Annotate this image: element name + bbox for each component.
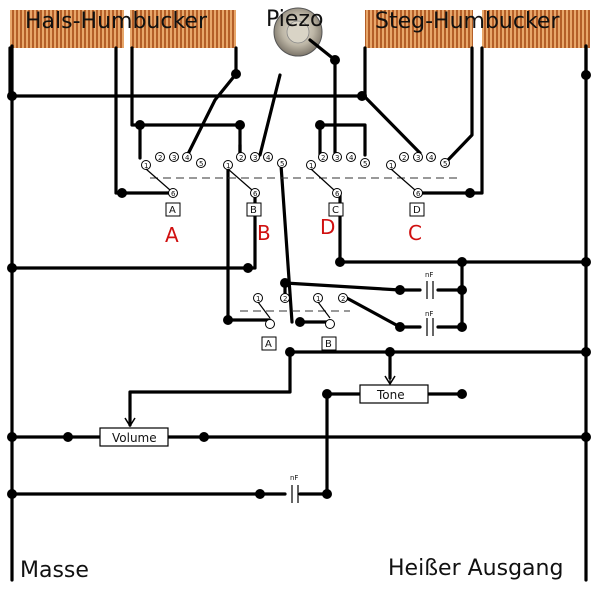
capacitor-bottom: nF: [290, 474, 299, 503]
lower-switch-contacts: [253, 293, 348, 329]
section-b: B: [257, 221, 271, 245]
switch-a-contacts: [141, 152, 206, 198]
neck-coil-left: [10, 10, 124, 48]
switch-a-contact-numbers: 1 2 3 4 5 6: [144, 154, 203, 198]
switch-c-contacts: [306, 152, 370, 198]
switch-d-contacts: [386, 152, 450, 198]
svg-text:5: 5: [280, 160, 284, 168]
box-c: C: [332, 205, 339, 216]
ground-label: Masse: [20, 558, 89, 583]
switch-b-contact-numbers: 1 2 3 4 5 6: [226, 154, 284, 198]
section-a: A: [165, 223, 179, 247]
neck-coil-right: [130, 10, 236, 48]
junctions: [7, 55, 591, 499]
svg-text:6: 6: [416, 190, 421, 198]
tone-pot: Tone: [359, 375, 429, 404]
bridge-coil-right: [482, 10, 590, 48]
svg-text:6: 6: [335, 190, 340, 198]
neck-humbucker-label: Hals-Humbucker: [25, 9, 208, 34]
lower-box-a: A: [265, 339, 272, 350]
svg-text:1: 1: [226, 162, 230, 170]
svg-text:2: 2: [158, 154, 162, 162]
svg-text:nF: nF: [290, 474, 298, 482]
svg-text:3: 3: [335, 154, 339, 162]
tone-label: Tone: [376, 388, 405, 402]
section-c: C: [408, 221, 422, 245]
box-a: A: [169, 205, 176, 216]
svg-text:3: 3: [416, 154, 420, 162]
switch-d-contact-numbers: 1 2 3 4 5 6: [389, 154, 447, 198]
bridge-humbucker-label: Steg-Humbucker: [375, 9, 560, 34]
svg-text:2: 2: [239, 154, 243, 162]
capacitor-lower: nF: [425, 310, 434, 336]
lower-switch-numbers: 1 2 1 2: [256, 295, 345, 303]
svg-text:1: 1: [309, 162, 313, 170]
svg-text:4: 4: [185, 154, 190, 162]
svg-text:6: 6: [171, 190, 176, 198]
svg-text:3: 3: [253, 154, 257, 162]
svg-text:2: 2: [321, 154, 325, 162]
section-d: D: [320, 215, 335, 239]
svg-text:3: 3: [172, 154, 176, 162]
box-d: D: [413, 205, 421, 216]
volume-pot: Volume: [99, 410, 169, 447]
svg-text:4: 4: [349, 154, 354, 162]
hot-output-label: Heißer Ausgang: [388, 556, 563, 581]
svg-text:5: 5: [363, 160, 367, 168]
box-b: B: [250, 205, 257, 216]
svg-text:5: 5: [199, 160, 203, 168]
neck-humbucker: [10, 10, 236, 48]
svg-text:2: 2: [283, 295, 287, 303]
svg-text:4: 4: [429, 154, 434, 162]
bridge-humbucker: [365, 10, 590, 48]
svg-text:4: 4: [266, 154, 271, 162]
svg-text:6: 6: [253, 190, 258, 198]
bridge-coil-left: [365, 10, 473, 48]
piezo-pickup: [273, 7, 323, 57]
svg-text:nF: nF: [425, 310, 433, 318]
svg-text:5: 5: [443, 160, 447, 168]
svg-text:1: 1: [389, 162, 393, 170]
switch-b-contacts: [223, 152, 287, 198]
piezo-label: Piezo: [266, 7, 323, 32]
svg-text:1: 1: [316, 295, 320, 303]
svg-text:1: 1: [144, 162, 148, 170]
svg-text:1: 1: [256, 295, 260, 303]
lower-box-b: B: [325, 339, 332, 350]
lower-switch-boxes: A B: [261, 336, 337, 351]
volume-label: Volume: [112, 431, 157, 445]
svg-text:2: 2: [402, 154, 406, 162]
switch-c-contact-numbers: 1 2 3 4 5 6: [309, 154, 367, 198]
upper-switch-boxes: A B C D: [165, 202, 425, 217]
switch-wipers: [145, 168, 416, 319]
capacitor-upper: nF: [425, 271, 434, 299]
svg-text:nF: nF: [425, 271, 433, 279]
svg-text:2: 2: [341, 295, 345, 303]
